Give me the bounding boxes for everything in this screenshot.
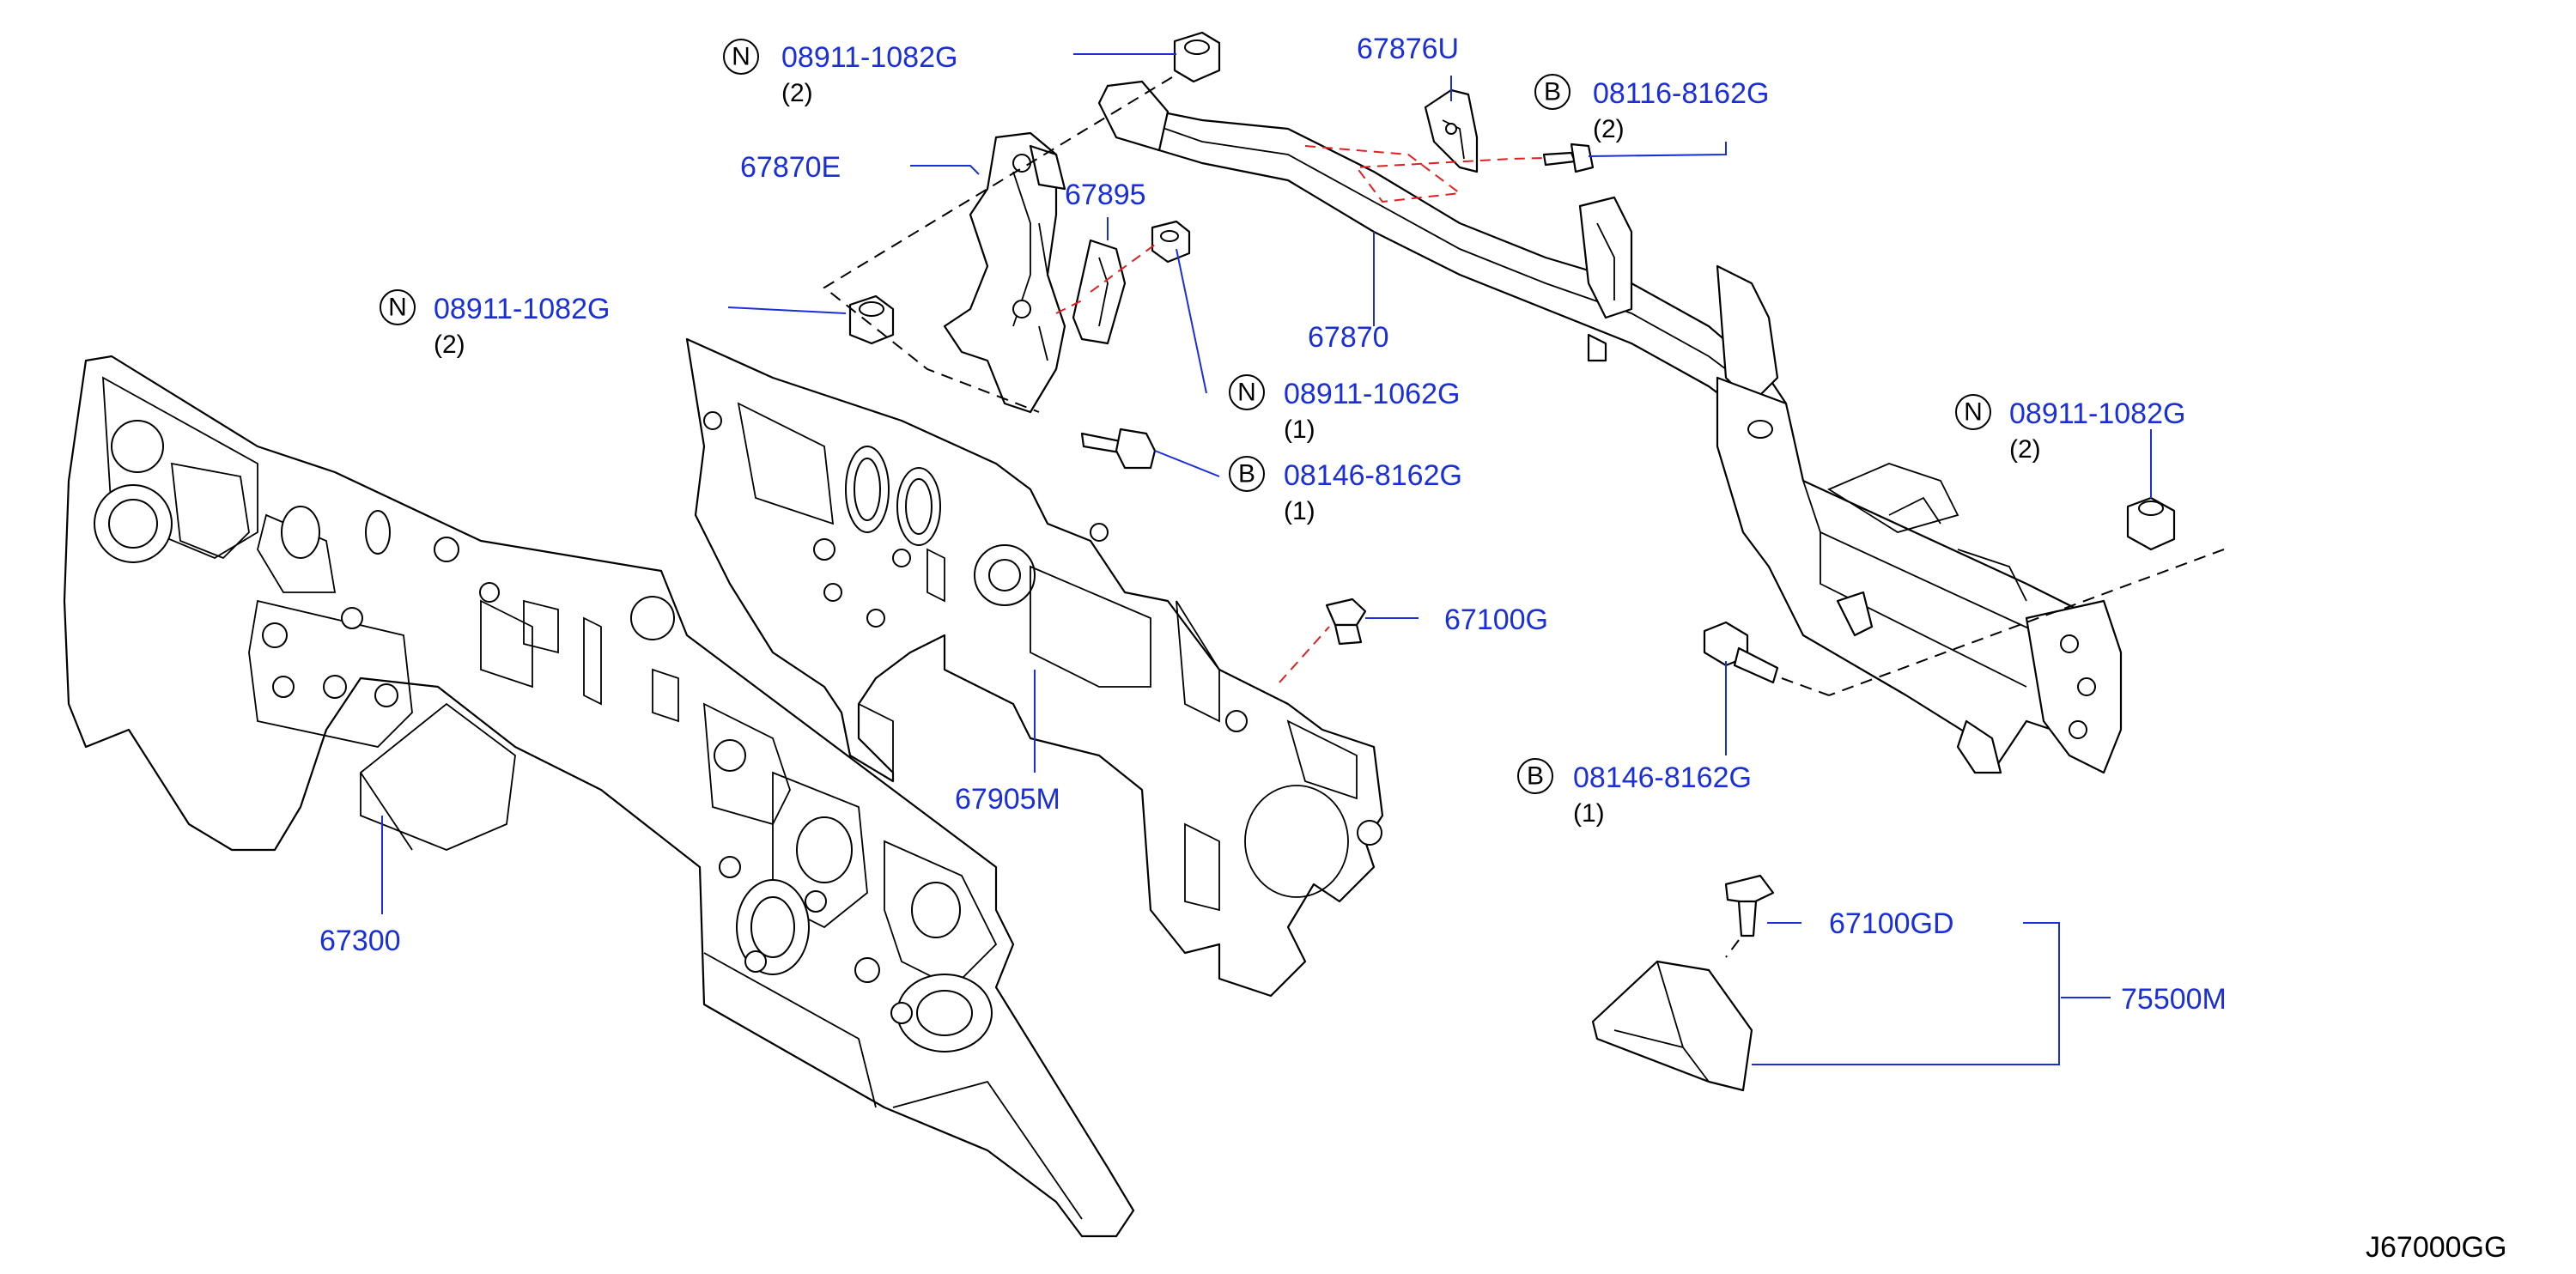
callout-14[interactable]: 67100GD [1829,907,1954,940]
prefix-circle [1229,374,1265,410]
callout-5[interactable]: N 08911-1082G (2) [380,289,610,359]
bolt-08146-8162g-center [1080,428,1157,470]
clip-67100gd [1724,874,1775,937]
nut-08911-1082g-top [1173,31,1221,83]
callout-6[interactable]: 67870 [1308,321,1389,354]
bracket-67895 [1072,239,1127,345]
callout-part-number: 08116-8162G [1593,77,1769,110]
callout-0[interactable]: N 08911-1082G (2) [723,39,957,107]
prefix-circle [1534,74,1571,110]
callout-prefix: N [1237,379,1256,407]
callout-part-number: 08146-8162G [1573,761,1752,794]
callout-2[interactable]: B 08116-8162G (2) [1534,74,1769,143]
bracket-67870e [943,131,1066,414]
callout-part-number: 67895 [1065,179,1146,211]
callout-part-number: 67870E [740,151,841,184]
steering-member-67870 [1097,80,2123,774]
callout-quantity: (1) [1284,416,1315,444]
callout-part-number: 08911-1082G [781,41,957,74]
callout-4[interactable]: 67895 [1065,179,1146,211]
callout-prefix: N [388,294,407,322]
callout-quantity: (2) [781,79,813,107]
bolt-08146-8162g-right [1703,621,1779,684]
callout-quantity: (2) [434,331,465,359]
leader-lines [381,53,2152,1065]
callout-prefix: B [1527,762,1544,791]
nut-08911-1082g-left [848,294,895,345]
callout-15[interactable]: 75500M [2121,983,2227,1016]
callout-part-number: 67870 [1308,321,1389,354]
duct-75500m [1591,960,1753,1092]
nut-08911-1062g [1151,220,1191,264]
callout-7[interactable]: N 08911-1062G (1) [1229,374,1460,444]
callout-quantity: (1) [1284,497,1315,525]
callout-3[interactable]: 67870E [740,151,841,184]
nut-08911-1082g-right [2126,496,2176,551]
callout-part-number: 67100G [1444,604,1548,636]
callout-quantity: (1) [1573,799,1605,828]
callout-11[interactable]: B 08146-8162G (1) [1517,758,1752,828]
prefix-circle [723,39,759,75]
callout-1[interactable]: 67876U [1357,33,1459,65]
diagram-id: J67000GG [2366,1231,2506,1264]
assembly-lines [823,76,2225,958]
bracket-67876u [1424,88,1479,173]
callout-8[interactable]: N 08911-1082G (2) [1955,394,2185,464]
callout-prefix: B [1238,460,1255,488]
callout-part-number: 67905M [955,783,1060,816]
dash-panel-67300 [63,355,1135,1238]
callout-part-number: 08911-1082G [2009,397,2185,430]
callout-part-number: 75500M [2121,983,2227,1016]
callout-13[interactable]: 67300 [319,925,401,957]
callout-part-number: 67100GD [1829,907,1954,940]
callout-10[interactable]: 67100G [1444,604,1548,636]
callout-9[interactable]: B 08146-8162G (1) [1229,456,1462,525]
prefix-circle [1955,394,1991,430]
callout-part-number: 67876U [1357,33,1459,65]
prefix-circle [1229,456,1265,492]
callout-part-number: 08911-1062G [1284,378,1460,410]
callout-prefix: N [1964,398,1983,427]
prefix-circle [380,289,416,325]
clip-67100g [1325,598,1367,646]
prefix-circle [1517,758,1553,794]
callout-part-number: 08146-8162G [1284,459,1462,492]
callout-quantity: (2) [1593,115,1625,143]
insulator-67905m [685,337,1384,998]
callout-prefix: N [732,43,750,71]
callout-part-number: 67300 [319,925,401,957]
callout-12[interactable]: 67905M [955,783,1060,816]
callout-prefix: B [1544,78,1561,106]
bolt-08116-8162g [1542,143,1595,173]
callout-quantity: (2) [2009,435,2041,464]
callout-part-number: 08911-1082G [434,293,610,325]
